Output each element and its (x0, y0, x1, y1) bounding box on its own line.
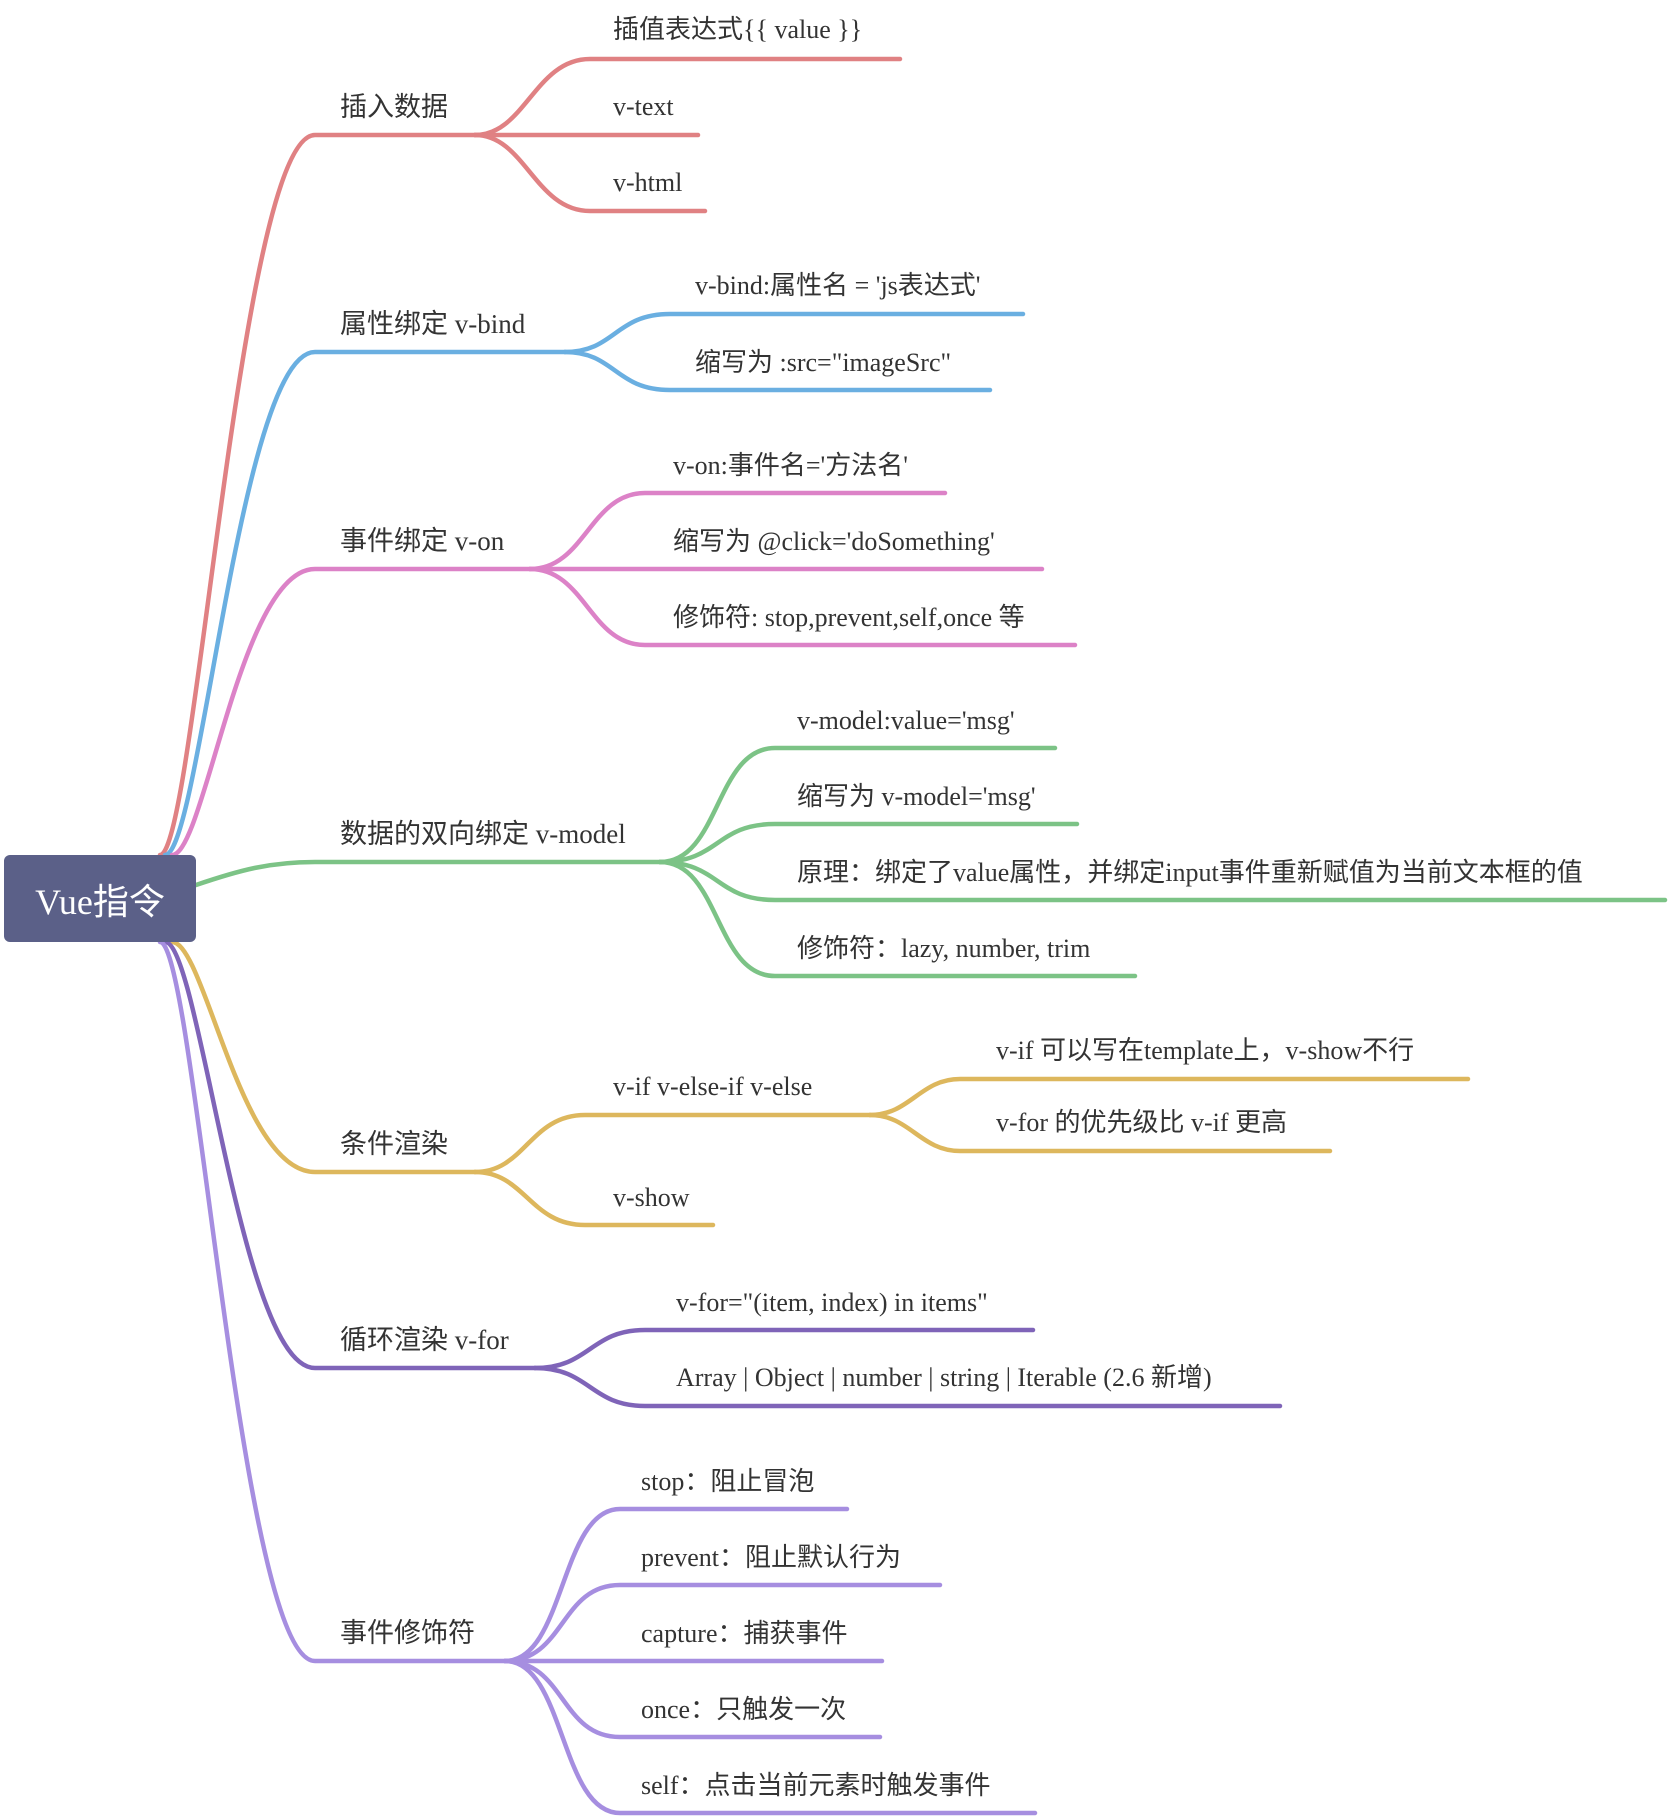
branch-for-label: 循环渲染 v-for (340, 1325, 509, 1355)
edge-model-3 (657, 859, 1138, 979)
branch-insert-label: 插入数据 (340, 92, 448, 122)
edge-mod-1 (502, 1582, 943, 1664)
model-leaf-principle: 原理：绑定了value属性，并绑定input事件重新赋值为当前文本框的值 (797, 858, 1583, 887)
mod-leaf-prevent: prevent：阻止默认行为 (641, 1543, 901, 1572)
on-leaf-syntax: v-on:事件名='方法名' (673, 451, 908, 480)
insert-children: 插值表达式{{ value }} v-text v-html (472, 15, 903, 214)
cond-children: v-if v-else-if v-else v-show v-if 可以写在te… (472, 1036, 1471, 1228)
edge-cond-0 (472, 1112, 873, 1175)
branch-model-label: 数据的双向绑定 v-model (340, 819, 626, 849)
for-children: v-for="(item, index) in items" Array | O… (532, 1288, 1283, 1409)
edge-model-1 (657, 821, 1080, 865)
cond-leaf-v-if: v-if v-else-if v-else (613, 1072, 812, 1101)
edge-for-0 (532, 1327, 1036, 1371)
edge-root-insert (157, 132, 478, 858)
on-leaf-shorthand: 缩写为 @click='doSomething' (673, 527, 995, 556)
edge-mod-3 (502, 1658, 883, 1740)
model-children: v-model:value='msg' 缩写为 v-model='msg' 原理… (657, 706, 1668, 979)
insert-leaf-v-html: v-html (613, 168, 682, 197)
root-node-label: Vue指令 (35, 881, 165, 922)
edge-root-bind (162, 349, 568, 858)
edge-mod-4 (502, 1658, 1038, 1816)
on-children: v-on:事件名='方法名' 缩写为 @click='doSomething' … (527, 451, 1078, 648)
branch-on-label: 事件绑定 v-on (340, 526, 505, 556)
mod-leaf-capture: capture：捕获事件 (641, 1619, 848, 1648)
for-leaf-syntax: v-for="(item, index) in items" (676, 1288, 988, 1317)
bind-leaf-shorthand: 缩写为 :src="imageSrc" (695, 348, 951, 377)
bind-leaf-syntax: v-bind:属性名 = 'js表达式' (695, 271, 980, 300)
edge-cond-1 (472, 1169, 716, 1228)
cond-leaf-v-show: v-show (613, 1183, 690, 1212)
insert-leaf-v-text: v-text (613, 92, 674, 121)
model-leaf-modifiers: 修饰符：lazy, number, trim (797, 934, 1090, 963)
edge-insert-0 (472, 56, 903, 138)
edge-root-model (193, 859, 663, 888)
branch-bind-label: 属性绑定 v-bind (340, 309, 526, 339)
on-leaf-modifiers: 修饰符: stop,prevent,self,once 等 (673, 603, 1025, 632)
edge-bind-0 (562, 311, 1026, 355)
edge-for-1 (532, 1365, 1283, 1409)
edge-mod-0 (502, 1506, 850, 1664)
edge-model-0 (657, 745, 1058, 865)
bind-children: v-bind:属性名 = 'js表达式' 缩写为 :src="imageSrc" (562, 271, 1026, 393)
mod-leaf-self: self：点击当前元素时触发事件 (641, 1771, 991, 1800)
insert-leaf-interpolation: 插值表达式{{ value }} (613, 15, 862, 44)
edge-model-2 (657, 859, 1668, 903)
mod-leaf-stop: stop：阻止冒泡 (641, 1467, 814, 1496)
edge-root-mod (157, 939, 508, 1664)
root-node[interactable]: Vue指令 (4, 855, 196, 942)
edge-bind-1 (562, 349, 993, 393)
model-leaf-syntax: v-model:value='msg' (797, 706, 1015, 735)
edge-on-2 (527, 566, 1078, 648)
mod-children: stop：阻止冒泡 prevent：阻止默认行为 capture：捕获事件 on… (502, 1467, 1038, 1816)
edge-on-0 (527, 490, 948, 572)
branch-cond-label: 条件渲染 (340, 1129, 448, 1159)
edge-insert-2 (472, 132, 708, 214)
edge-cond-0-1 (867, 1112, 1333, 1154)
cond-subleaf-template: v-if 可以写在template上，v-show不行 (996, 1036, 1414, 1065)
edge-root-on (169, 566, 533, 858)
mod-leaf-once: once：只触发一次 (641, 1695, 846, 1724)
model-leaf-shorthand: 缩写为 v-model='msg' (797, 782, 1036, 811)
cond-subleaf-priority: v-for 的优先级比 v-if 更高 (996, 1108, 1287, 1137)
branch-mod-label: 事件修饰符 (340, 1618, 475, 1648)
edge-root-cond (169, 939, 478, 1175)
edge-cond-0-0 (867, 1076, 1471, 1118)
edge-root-for (162, 939, 538, 1371)
for-leaf-types: Array | Object | number | string | Itera… (676, 1363, 1212, 1392)
